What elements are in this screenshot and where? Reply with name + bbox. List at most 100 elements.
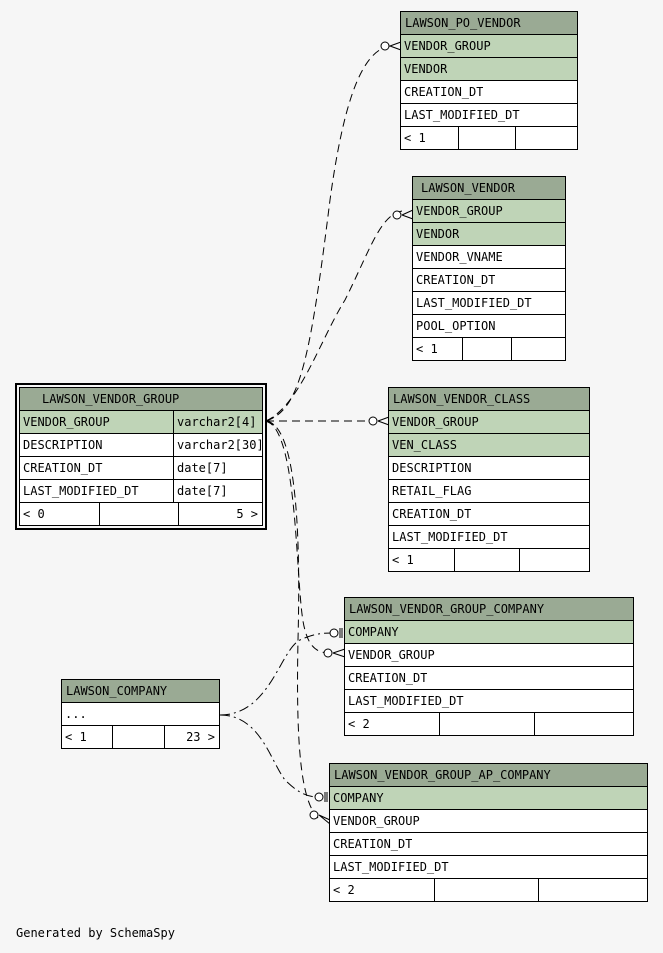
column-row: CREATION_DT date[7] <box>20 457 262 480</box>
table-title: LAWSON_VENDOR_GROUP_COMPANY <box>345 598 633 621</box>
table-footer: < 2 <box>330 879 647 901</box>
table-lawson-vendor-group-company[interactable]: LAWSON_VENDOR_GROUP_COMPANY COMPANY VEND… <box>344 597 634 736</box>
link-vendor-group-ap <box>265 420 319 819</box>
table-footer: < 2 <box>345 713 633 735</box>
column-name: DESCRIPTION <box>392 461 472 475</box>
row-count <box>98 503 179 525</box>
column-type: date[7] <box>173 457 262 479</box>
column-row: LAST_MODIFIED_DT <box>413 292 565 315</box>
column-row: CREATION_DT <box>389 503 589 526</box>
column-row: VENDOR <box>413 223 565 246</box>
column-name: ... <box>65 707 87 721</box>
child-count: 5 > <box>178 503 262 525</box>
column-row: VENDOR_GROUP <box>330 810 647 833</box>
column-name: CREATION_DT <box>404 85 484 99</box>
table-footer: < 0 5 > <box>20 503 262 525</box>
column-row: DESCRIPTION varchar2[30] <box>20 434 262 457</box>
row-count <box>453 549 520 571</box>
column-name: COMPANY <box>348 625 399 639</box>
table-lawson-vendor[interactable]: LAWSON_VENDOR VENDOR_GROUP VENDOR VENDOR… <box>412 176 566 361</box>
column-row: LAST_MODIFIED_DT <box>345 690 633 713</box>
column-row: LAST_MODIFIED_DT <box>330 856 647 879</box>
column-type: date[7] <box>173 480 262 502</box>
column-name: CREATION_DT <box>392 507 472 521</box>
column-row: VENDOR_GROUP <box>401 35 577 58</box>
column-type: varchar2[30] <box>173 434 262 456</box>
link-company-ap <box>219 714 319 798</box>
child-count <box>511 338 565 360</box>
column-name: CREATION_DT <box>333 837 413 851</box>
column-name: LAST_MODIFIED_DT <box>392 530 508 544</box>
column-name: VENDOR_GROUP <box>416 204 503 218</box>
table-title: LAWSON_VENDOR_GROUP_AP_COMPANY <box>330 764 647 787</box>
row-count <box>433 879 539 901</box>
column-row: VENDOR_GROUP <box>345 644 633 667</box>
link-vendor-group-vgc <box>265 420 331 654</box>
child-count <box>515 127 577 149</box>
column-row: VENDOR <box>401 58 577 81</box>
table-title: LAWSON_VENDOR <box>413 177 565 200</box>
row-count <box>439 713 534 735</box>
column-name: DESCRIPTION <box>23 438 103 452</box>
parent-count: < 1 <box>404 131 426 145</box>
link-company-vgc <box>219 632 334 716</box>
table-title: LAWSON_COMPANY <box>62 680 219 703</box>
table-lawson-vendor-group[interactable]: LAWSON_VENDOR_GROUP VENDOR_GROUP varchar… <box>15 383 267 530</box>
column-row: VEN_CLASS <box>389 434 589 457</box>
table-lawson-vendor-class[interactable]: LAWSON_VENDOR_CLASS VENDOR_GROUP VEN_CLA… <box>388 387 590 572</box>
column-name: LAST_MODIFIED_DT <box>348 694 464 708</box>
column-name: VENDOR <box>404 62 448 76</box>
parent-count: < 1 <box>392 553 414 567</box>
parent-count: < 1 <box>65 730 87 744</box>
column-name: VENDOR_GROUP <box>404 39 491 53</box>
table-footer: < 1 <box>401 127 577 149</box>
column-name: CREATION_DT <box>23 461 103 475</box>
parent-count: < 0 <box>23 507 45 521</box>
column-row: LAST_MODIFIED_DT date[7] <box>20 480 262 503</box>
column-row: CREATION_DT <box>401 81 577 104</box>
row-count <box>457 127 516 149</box>
table-footer: < 1 <box>389 549 589 571</box>
table-title: LAWSON_PO_VENDOR <box>401 12 577 35</box>
column-row: CREATION_DT <box>345 667 633 690</box>
column-name: LAST_MODIFIED_DT <box>23 484 139 498</box>
column-name: COMPANY <box>333 791 384 805</box>
column-name: LAST_MODIFIED_DT <box>404 108 520 122</box>
table-title: LAWSON_VENDOR_CLASS <box>389 388 589 411</box>
column-row: VENDOR_GROUP varchar2[4] <box>20 411 262 434</box>
column-name: LAST_MODIFIED_DT <box>416 296 532 310</box>
table-lawson-po-vendor[interactable]: LAWSON_PO_VENDOR VENDOR_GROUP VENDOR CRE… <box>400 11 578 150</box>
table-lawson-vendor-group-ap-company[interactable]: LAWSON_VENDOR_GROUP_AP_COMPANY COMPANY V… <box>329 763 648 902</box>
column-name: VENDOR_VNAME <box>416 250 503 264</box>
column-name: VENDOR_GROUP <box>392 415 479 429</box>
column-name: VENDOR_GROUP <box>23 415 110 429</box>
child-count <box>519 549 589 571</box>
column-row: CREATION_DT <box>330 833 647 856</box>
table-lawson-company[interactable]: LAWSON_COMPANY ... < 1 23 > <box>61 679 220 749</box>
column-name: CREATION_DT <box>416 273 496 287</box>
column-row: VENDOR_GROUP <box>413 200 565 223</box>
column-row: VENDOR_GROUP <box>389 411 589 434</box>
column-name: VEN_CLASS <box>392 438 458 452</box>
column-name: CREATION_DT <box>348 671 428 685</box>
generator-note: Generated by SchemaSpy <box>16 926 175 940</box>
table-footer: < 1 <box>413 338 565 360</box>
child-count <box>538 879 647 901</box>
column-row: LAST_MODIFIED_DT <box>389 526 589 549</box>
child-count <box>534 713 633 735</box>
column-name: POOL_OPTION <box>416 319 496 333</box>
parent-count: < 1 <box>416 342 438 356</box>
row-count <box>461 338 512 360</box>
column-name: LAST_MODIFIED_DT <box>333 860 449 874</box>
parent-count: < 2 <box>333 883 355 897</box>
child-count: 23 > <box>163 726 219 748</box>
column-row: POOL_OPTION <box>413 315 565 338</box>
column-row: ... <box>62 703 219 726</box>
column-name: VENDOR_GROUP <box>333 814 420 828</box>
column-row: LAST_MODIFIED_DT <box>401 104 577 127</box>
row-count <box>112 726 163 748</box>
column-type: varchar2[4] <box>173 411 262 433</box>
column-row: CREATION_DT <box>413 269 565 292</box>
column-row: RETAIL_FLAG <box>389 480 589 503</box>
